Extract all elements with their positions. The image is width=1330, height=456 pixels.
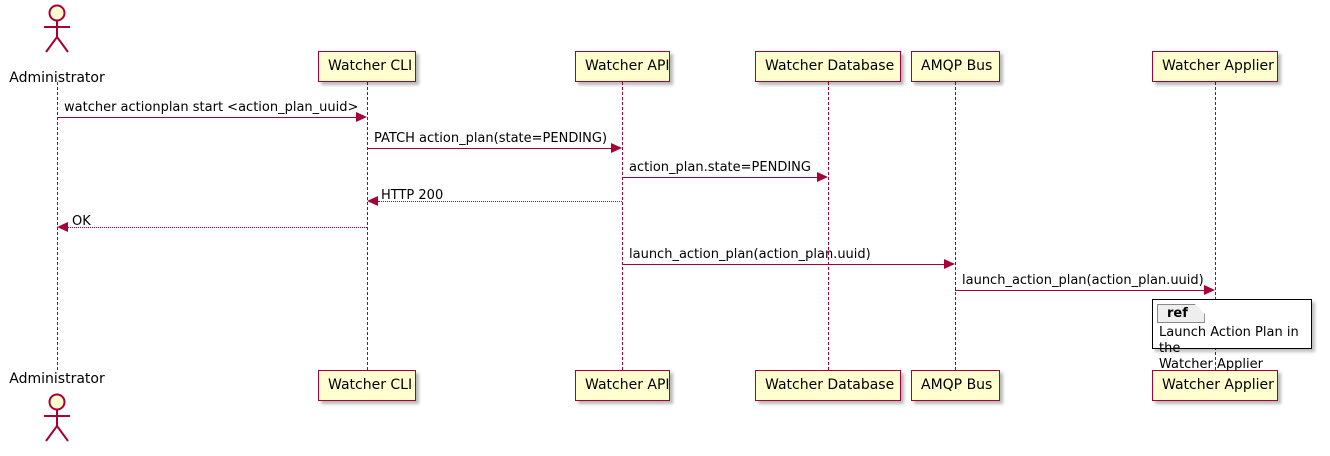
- message-label-3: HTTP 200: [381, 188, 444, 203]
- participant-box-watcher-api-foot[interactable]: Watcher API: [575, 370, 670, 401]
- lifeline-amqp-bus: [955, 82, 956, 370]
- message-label-2: action_plan.state=PENDING: [629, 160, 811, 175]
- lifeline-watcher-applier: [1215, 82, 1216, 370]
- message-arrowhead-6: [1204, 285, 1215, 295]
- participant-box-watcher-api-head[interactable]: Watcher API: [575, 51, 670, 82]
- message-arrowhead-3: [367, 196, 378, 206]
- ref-fragment-launch-action-plan[interactable]: ref Launch Action Plan in the Watcher Ap…: [1152, 299, 1312, 372]
- participant-box-amqp-bus-head[interactable]: AMQP Bus: [911, 51, 1000, 82]
- message-arrowhead-4: [57, 222, 68, 232]
- actor-label-administrator-foot: Administrator: [9, 371, 105, 387]
- message-label-4: OK: [72, 214, 91, 229]
- lifeline-watcher-cli: [367, 82, 368, 370]
- message-line-4: [68, 227, 367, 228]
- participant-box-amqp-bus-foot[interactable]: AMQP Bus: [911, 370, 1000, 401]
- message-arrowhead-1: [611, 143, 622, 153]
- message-label-1: PATCH action_plan(state=PENDING): [374, 131, 608, 146]
- message-line-3: [378, 201, 622, 202]
- lifeline-watcher-api: [622, 82, 623, 370]
- actor-administrator-head: [35, 4, 79, 54]
- actor-administrator-foot: [35, 393, 79, 443]
- message-arrowhead-0: [356, 112, 367, 122]
- participant-box-watcher-applier-head[interactable]: Watcher Applier: [1152, 51, 1278, 82]
- participant-box-watcher-cli-foot[interactable]: Watcher CLI: [318, 370, 416, 401]
- message-label-5: launch_action_plan(action_plan.uuid): [629, 247, 871, 262]
- message-arrowhead-5: [944, 259, 955, 269]
- participant-box-watcher-applier-foot[interactable]: Watcher Applier: [1152, 370, 1278, 401]
- actor-label-administrator-head: Administrator: [9, 70, 105, 86]
- participant-box-watcher-database-foot[interactable]: Watcher Database: [755, 370, 901, 401]
- lifeline-watcher-database: [828, 82, 829, 370]
- message-arrowhead-2: [817, 172, 828, 182]
- message-label-0: watcher actionplan start <action_plan_uu…: [64, 100, 359, 115]
- ref-fragment-tab-label: ref: [1157, 304, 1205, 323]
- actor-stick-figure-icon: [44, 4, 70, 53]
- message-line-2: [622, 177, 817, 178]
- message-label-6: launch_action_plan(action_plan.uuid): [962, 273, 1204, 288]
- message-line-5: [622, 264, 944, 265]
- message-line-6: [955, 290, 1204, 291]
- message-line-0: [57, 117, 356, 118]
- participant-box-watcher-database-head[interactable]: Watcher Database: [755, 51, 901, 82]
- message-line-1: [367, 148, 611, 149]
- actor-stick-figure-icon: [44, 393, 70, 442]
- participant-box-watcher-cli-head[interactable]: Watcher CLI: [318, 51, 416, 82]
- ref-fragment-text: Launch Action Plan in the Watcher Applie…: [1159, 325, 1299, 372]
